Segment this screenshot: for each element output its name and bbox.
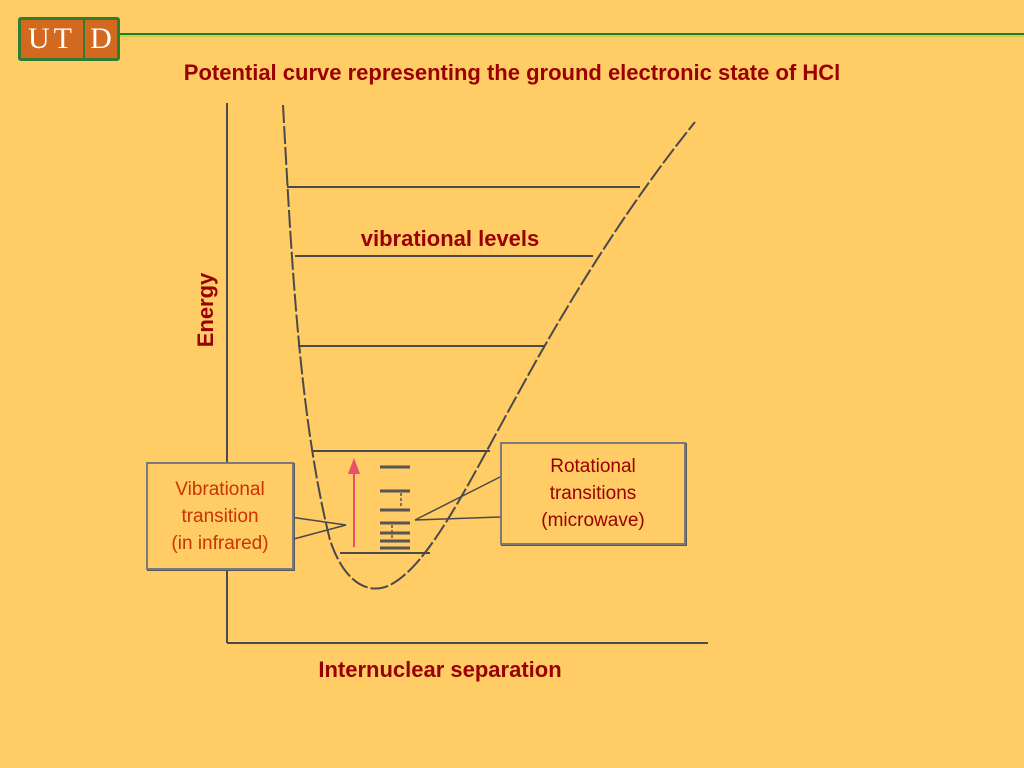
vibrational-transition-arrowhead bbox=[348, 458, 360, 474]
y-axis-label: Energy bbox=[193, 272, 218, 348]
callout-line: Vibrational bbox=[175, 478, 265, 500]
callout-line: transition bbox=[181, 505, 259, 527]
callout-line: Rotational bbox=[550, 456, 636, 477]
rotational-callout-pointer bbox=[414, 476, 501, 521]
vibrational-levels-label: vibrational levels bbox=[360, 226, 540, 251]
header-rule bbox=[120, 33, 1024, 37]
logo-ut-text: UT bbox=[21, 20, 83, 58]
callout-line: (microwave) bbox=[541, 510, 645, 531]
callout-line: (in infrared) bbox=[171, 532, 269, 554]
utd-logo: UT D bbox=[18, 17, 120, 61]
rotational-transitions-callout: Rotational transitions (microwave) bbox=[500, 442, 686, 545]
vibrational-transition-callout: Vibrational transition (in infrared) bbox=[146, 462, 294, 570]
callout-line: transitions bbox=[549, 483, 637, 504]
potential-curve bbox=[282, 104, 696, 590]
page-title: Potential curve representing the ground … bbox=[183, 60, 841, 85]
logo-d-text: D bbox=[85, 20, 117, 58]
x-axis-label: Internuclear separation bbox=[318, 657, 562, 682]
vibrational-callout-pointer bbox=[289, 516, 347, 541]
